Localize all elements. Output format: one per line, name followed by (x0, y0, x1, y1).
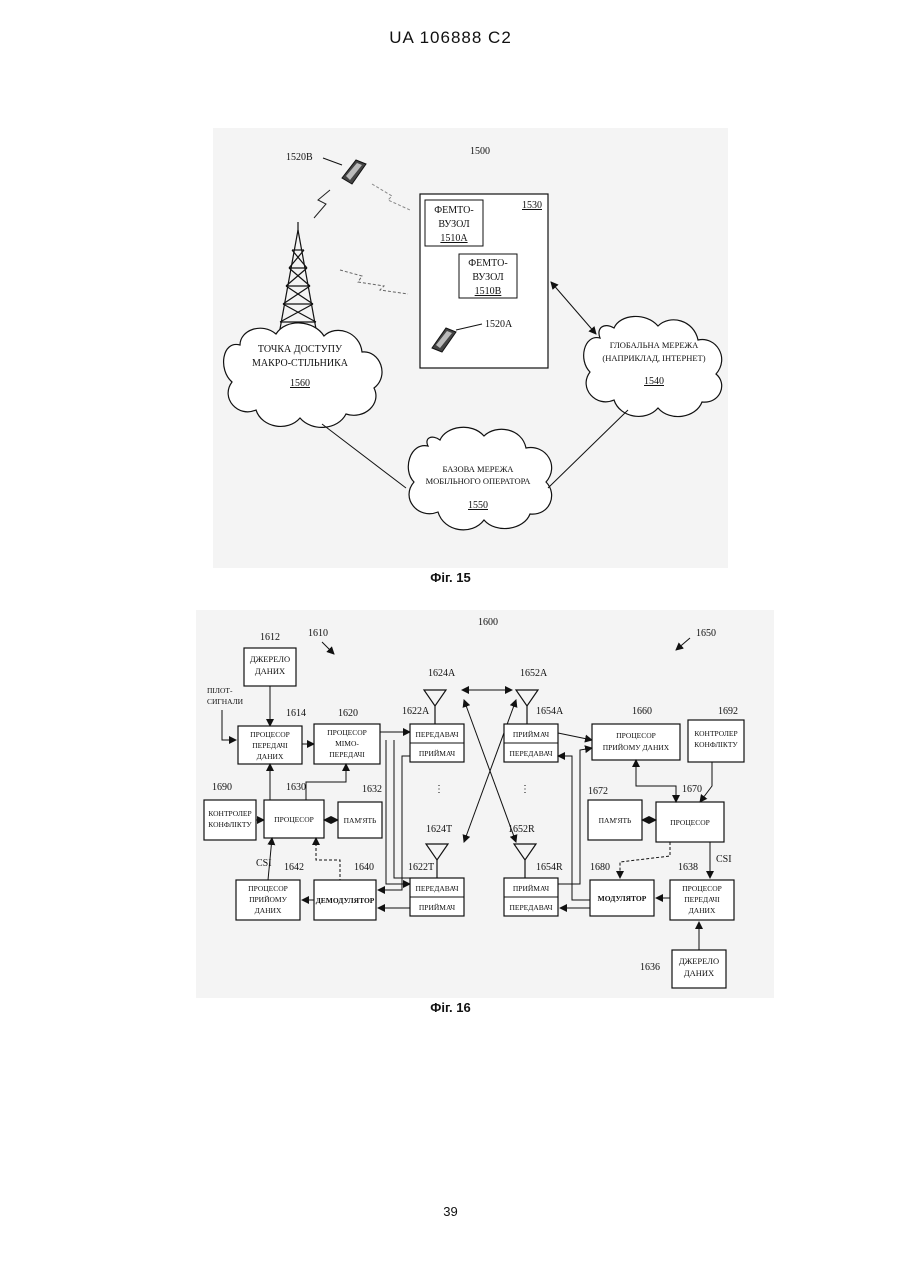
csi-left-label: CSI (256, 858, 272, 869)
data-source-right-line1: ДЖЕРЕЛО (679, 956, 719, 966)
ant-right-bot-ref: 1652R (508, 824, 535, 835)
conflict-right-line1: КОНТРОЛЕР (694, 729, 737, 738)
demod-ref: 1640 (354, 862, 374, 873)
core-cloud-line2: МОБІЛЬНОГО ОПЕРАТОРА (426, 476, 532, 486)
trx-left-top-rx: ПРИЙМАЧ (419, 749, 455, 758)
system-ref-1500: 1500 (470, 146, 490, 157)
pilot-line1: ПІЛОТ- (207, 686, 233, 695)
modulator-ref: 1680 (590, 862, 610, 873)
trx-left-bot-rx: ПРИЙМАЧ (419, 903, 455, 912)
ant-left-bot-ref: 1624T (426, 824, 452, 835)
tx-proc-left-line1: ПРОЦЕСОР (250, 730, 290, 739)
proc-right-ref: 1670 (682, 784, 702, 795)
trx-right-top-ref: 1654A (536, 706, 564, 717)
tx-proc-left-line2: ПЕРЕДАЧІ (252, 741, 288, 750)
ant-left-top-ref: 1624A (428, 668, 456, 679)
mimo-proc-line3: ПЕРЕДАЧІ (329, 750, 365, 759)
page-number: 39 (0, 1204, 901, 1219)
memory-left-ref: 1632 (362, 784, 382, 795)
rx-proc-right-line2: ПРИЙОМУ ДАНИХ (603, 743, 670, 752)
femto-b-line1: ФЕМТО- (468, 258, 507, 269)
tx-proc-right-line2: ПЕРЕДАЧІ (684, 895, 720, 904)
building-ref: 1530 (522, 200, 542, 211)
trx-left-top-tx: ПЕРЕДАВАЧ (416, 730, 459, 739)
data-source-left-line1: ДЖЕРЕЛО (250, 654, 290, 664)
trx-right-top-rx: ПРИЙМАЧ (513, 730, 549, 739)
tx-system-ref-1610: 1610 (308, 628, 328, 639)
trx-right-bot-ref: 1654R (536, 862, 563, 873)
rx-proc-left-line3: ДАНИХ (255, 906, 282, 915)
tx-proc-left-line3: ДАНИХ (257, 752, 284, 761)
tx-proc-right-line1: ПРОЦЕСОР (682, 884, 722, 893)
trx-right-bot-tx: ПЕРЕДАВАЧ (510, 903, 553, 912)
tx-proc-right-line3: ДАНИХ (689, 906, 716, 915)
conflict-left-ref: 1690 (212, 782, 232, 793)
csi-right-label: CSI (716, 854, 732, 865)
core-cloud-line1: БАЗОВА МЕРЕЖА (443, 464, 515, 474)
demod-label: ДЕМОДУЛЯТОР (316, 896, 375, 905)
data-source-left-line2: ДАНИХ (255, 666, 285, 676)
vertical-ellipsis-left: ⋮ (434, 784, 444, 795)
macro-cloud-ref: 1560 (290, 378, 310, 389)
system-ref-1600: 1600 (478, 617, 498, 628)
proc-left-ref: 1630 (286, 782, 306, 793)
figure-16-caption: Фіг. 16 (0, 1000, 901, 1015)
femto-a-ref: 1510A (440, 233, 468, 244)
conflict-right-ref: 1692 (718, 706, 738, 717)
memory-right-label: ПАМ'ЯТЬ (599, 816, 632, 825)
trx-left-top-ref: 1622A (402, 706, 430, 717)
phone-ref-1520b: 1520B (286, 152, 313, 163)
trx-left-bot-ref: 1622T (408, 862, 434, 873)
mimo-proc-line2: МІМО- (335, 739, 359, 748)
global-cloud-ref: 1540 (644, 376, 664, 387)
rx-data-processor-right-box (592, 724, 680, 760)
rx-proc-right-line1: ПРОЦЕСОР (616, 731, 656, 740)
core-cloud-ref: 1550 (468, 500, 488, 511)
mimo-proc-ref: 1620 (338, 708, 358, 719)
rx-proc-left-ref: 1642 (284, 862, 304, 873)
trx-left-bot-tx: ПЕРЕДАВАЧ (416, 884, 459, 893)
femto-a-line2: ВУЗОЛ (438, 219, 470, 230)
data-source-right-line2: ДАНИХ (684, 968, 714, 978)
trx-right-bot-rx: ПРИЙМАЧ (513, 884, 549, 893)
macro-cloud-line2: МАКРО-СТІЛЬНИКА (252, 358, 349, 369)
proc-left-label: ПРОЦЕСОР (274, 815, 314, 824)
global-cloud-line2: (НАПРИКЛАД, ІНТЕРНЕТ) (602, 353, 705, 363)
memory-right-ref: 1672 (588, 786, 608, 797)
tx-proc-left-ref: 1614 (286, 708, 306, 719)
memory-left-label: ПАМ'ЯТЬ (344, 816, 377, 825)
proc-right-label: ПРОЦЕСОР (670, 818, 710, 827)
modulator-label: МОДУЛЯТОР (598, 894, 647, 903)
conflict-left-line1: КОНТРОЛЕР (208, 809, 251, 818)
data-source-left-ref: 1612 (260, 632, 280, 643)
vertical-ellipsis-right: ⋮ (520, 784, 530, 795)
figure-15-caption: Фіг. 15 (0, 570, 901, 585)
global-cloud-line1: ГЛОБАЛЬНА МЕРЕЖА (610, 340, 699, 350)
conflict-left-line2: КОНФЛІКТУ (208, 820, 252, 829)
tx-proc-right-ref: 1638 (678, 862, 698, 873)
rx-proc-right-ref: 1660 (632, 706, 652, 717)
rx-proc-left-line1: ПРОЦЕСОР (248, 884, 288, 893)
trx-right-top-tx: ПЕРЕДАВАЧ (510, 749, 553, 758)
data-source-right-ref: 1636 (640, 962, 660, 973)
macro-cloud-line1: ТОЧКА ДОСТУПУ (258, 344, 343, 355)
rx-proc-left-line2: ПРИЙОМУ (249, 895, 288, 904)
mimo-proc-line1: ПРОЦЕСОР (327, 728, 367, 737)
phone-ref-1520a: 1520A (485, 319, 513, 330)
pilot-line2: СИГНАЛИ (207, 697, 244, 706)
conflict-right-line2: КОНФЛІКТУ (694, 740, 738, 749)
rx-system-ref-1650: 1650 (696, 628, 716, 639)
femto-b-line2: ВУЗОЛ (472, 272, 504, 283)
femto-a-line1: ФЕМТО- (434, 205, 473, 216)
femto-b-ref: 1510B (475, 286, 502, 297)
ant-right-top-ref: 1652A (520, 668, 548, 679)
